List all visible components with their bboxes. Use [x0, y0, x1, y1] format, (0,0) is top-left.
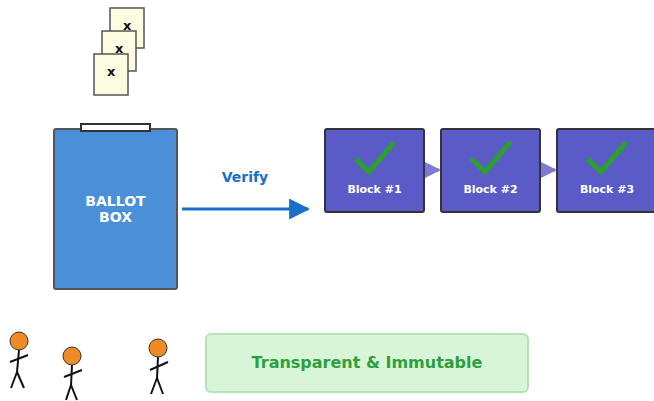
voter-figure	[64, 365, 82, 400]
voter-head	[63, 347, 81, 365]
connector-arrow	[541, 169, 555, 172]
voter-head	[10, 332, 28, 350]
connector-arrow	[182, 208, 308, 211]
node-text: BALLOT BOX	[81, 193, 151, 225]
ballot-box: BALLOT BOX	[53, 128, 178, 290]
voter-figure	[150, 357, 168, 394]
node-text: Transparent & Immutable	[252, 354, 483, 372]
node-text: Block #2	[463, 184, 517, 197]
block: Block #3	[556, 128, 654, 213]
block: Block #2	[440, 128, 541, 213]
node-text: Block #3	[580, 184, 634, 197]
check-mark	[345, 138, 405, 182]
ballot-mark: x	[123, 18, 131, 33]
voter-head	[149, 339, 167, 357]
info-banner: Transparent & Immutable	[205, 333, 529, 393]
check-mark	[577, 138, 637, 182]
ballot-mark: x	[115, 41, 123, 56]
ballot-paper	[94, 54, 128, 95]
voter-figure	[10, 350, 28, 388]
edge-label: Verify	[222, 169, 268, 185]
ballot-slot	[80, 123, 151, 132]
node-text: Block #1	[347, 184, 401, 197]
connector-arrow	[425, 169, 439, 172]
ballot-mark: x	[107, 64, 115, 79]
block: Block #1	[324, 128, 425, 213]
check-mark	[461, 138, 521, 182]
